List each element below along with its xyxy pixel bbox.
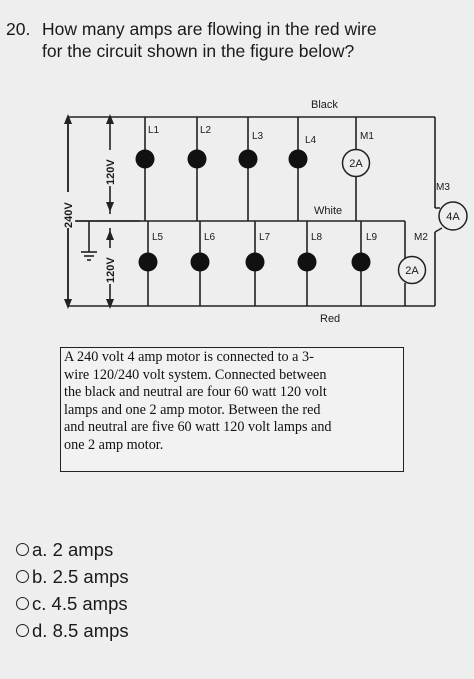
red-wire-label: Red xyxy=(320,313,340,325)
motor-m3-current: 4A xyxy=(446,211,460,223)
radio-c[interactable] xyxy=(16,597,29,610)
lamp-l5 xyxy=(138,252,158,272)
motor-m1-current: 2A xyxy=(349,158,363,170)
answer-a-letter: a. xyxy=(32,539,48,560)
black-wire-label: Black xyxy=(311,99,338,111)
lamp-l9 xyxy=(351,252,371,272)
lamp-l5-label: L5 xyxy=(152,232,164,243)
lamp-l1-label: L1 xyxy=(148,125,160,136)
motor-m2-current: 2A xyxy=(405,265,419,277)
description-line: and neutral are five 60 watt 120 volt la… xyxy=(64,419,332,435)
lamp-l1 xyxy=(135,149,155,169)
motor-m3-label: M3 xyxy=(436,182,450,193)
voltage-arrows xyxy=(64,114,114,309)
answer-options: a. 2 amps b. 2.5 amps c. 4.5 amps d. 8.5… xyxy=(16,536,129,644)
lamp-l6 xyxy=(190,252,210,272)
motor-m1-label: M1 xyxy=(360,131,374,142)
voltage-120-top-label: 120V xyxy=(105,159,117,185)
voltage-240-label: 240V xyxy=(63,202,75,228)
radio-d[interactable] xyxy=(16,624,29,637)
answer-c-letter: c. xyxy=(32,593,47,614)
answer-option-d[interactable]: d. 8.5 amps xyxy=(16,617,129,644)
answer-d-text: 8.5 amps xyxy=(52,620,129,641)
lamp-l8 xyxy=(297,252,317,272)
answer-c-text: 4.5 amps xyxy=(51,593,128,614)
lamp-l6-label: L6 xyxy=(204,232,216,243)
description-line: one 2 amp motor. xyxy=(64,436,164,453)
answer-b-text: 2.5 amps xyxy=(52,566,129,587)
question-line-1: How many amps are flowing in the red wir… xyxy=(42,19,377,39)
lamp-l2 xyxy=(187,149,207,169)
answer-a-text: 2 amps xyxy=(52,539,114,560)
description-line: A 240 volt 4 amp motor is connected to a… xyxy=(64,349,314,365)
radio-a[interactable] xyxy=(16,543,29,556)
lamp-l7 xyxy=(245,252,265,272)
answer-option-b[interactable]: b. 2.5 amps xyxy=(16,563,129,590)
description-line: wire 120/240 volt system. Connected betw… xyxy=(64,366,327,383)
voltage-120-bottom-label: 120V xyxy=(105,257,117,283)
answer-option-a[interactable]: a. 2 amps xyxy=(16,536,129,563)
motor-m3 xyxy=(438,201,468,231)
answer-option-c[interactable]: c. 4.5 amps xyxy=(16,590,129,617)
lamp-l2-label: L2 xyxy=(200,125,212,136)
problem-description-box: A 240 volt 4 amp motor is connected to a… xyxy=(60,347,404,472)
lamp-l3-label: L3 xyxy=(252,131,264,142)
lamp-l9-label: L9 xyxy=(366,232,378,243)
white-wire-label: White xyxy=(314,205,342,217)
lamp-l4-label: L4 xyxy=(305,135,317,146)
motor-m2-label: M2 xyxy=(414,232,428,243)
description-line: lamps and one 2 amp motor. Between the r… xyxy=(64,401,321,418)
lamp-l4 xyxy=(288,149,308,169)
motor-m1 xyxy=(341,148,371,178)
radio-b[interactable] xyxy=(16,570,29,583)
circuit-diagram: 240V 120V 120V Black White Red L1 L2 L3 … xyxy=(61,99,468,325)
motor-m2 xyxy=(397,255,427,285)
question-number: 20. xyxy=(6,19,31,39)
question-line-2: for the circuit shown in the figure belo… xyxy=(42,41,355,61)
lamp-l8-label: L8 xyxy=(311,232,323,243)
lamp-l7-label: L7 xyxy=(259,232,271,243)
lamp-l3 xyxy=(238,149,258,169)
answer-b-letter: b. xyxy=(32,566,48,587)
description-line: the black and neutral are four 60 watt 1… xyxy=(64,384,327,400)
answer-d-letter: d. xyxy=(32,620,48,641)
